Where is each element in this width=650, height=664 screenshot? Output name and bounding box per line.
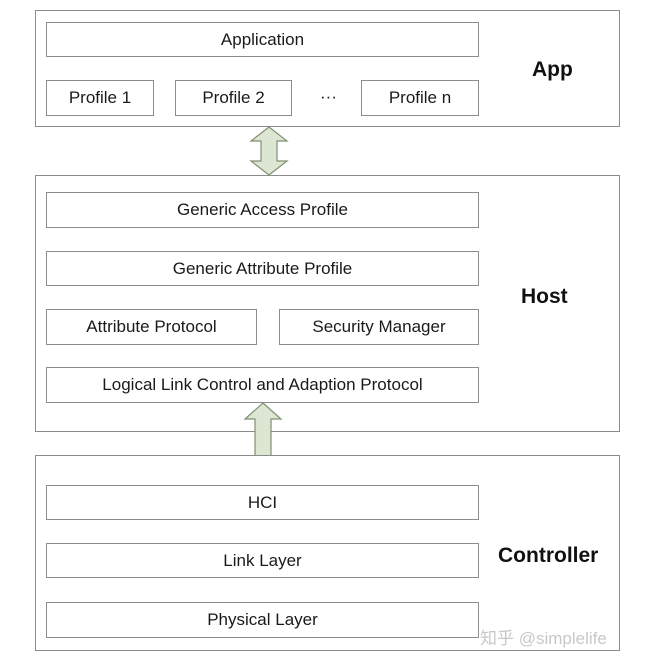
profile-n-box: Profile n xyxy=(361,80,479,116)
profile-1-box: Profile 1 xyxy=(46,80,154,116)
link-layer-box: Link Layer xyxy=(46,543,479,578)
watermark: 知乎 @simplelife xyxy=(480,629,607,648)
controller-label: Controller xyxy=(498,544,599,567)
attribute-protocol-box: Attribute Protocol xyxy=(46,309,257,345)
l2cap-box: Logical Link Control and Adaption Protoc… xyxy=(46,367,479,403)
profile-2-box: Profile 2 xyxy=(175,80,292,116)
hci-box: HCI xyxy=(46,485,479,520)
app-label: App xyxy=(532,58,573,81)
profile-ellipsis: ··· xyxy=(320,87,337,106)
physical-layer-box: Physical Layer xyxy=(46,602,479,638)
application-box: Application xyxy=(46,22,479,57)
generic-attribute-profile-box: Generic Attribute Profile xyxy=(46,251,479,286)
app-host-double-arrow xyxy=(249,126,289,176)
generic-access-profile-box: Generic Access Profile xyxy=(46,192,479,228)
security-manager-box: Security Manager xyxy=(279,309,479,345)
host-label: Host xyxy=(521,285,568,308)
